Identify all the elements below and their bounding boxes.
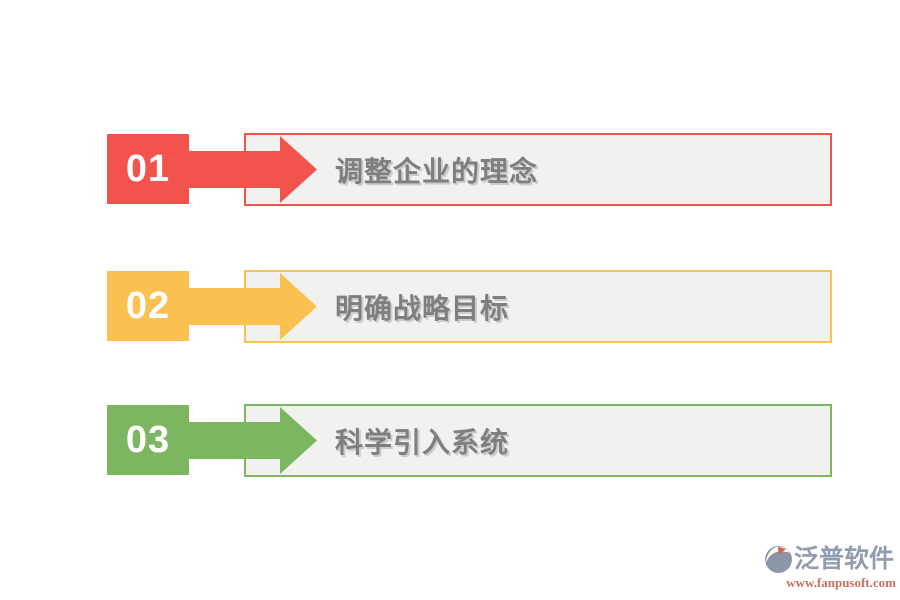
step-label-3: 科学引入系统 — [335, 426, 510, 458]
step-row-1: 调整企业的理念 01 — [0, 133, 900, 206]
arrow-right-icon — [189, 136, 317, 203]
step-number-box-3: 03 — [107, 405, 189, 475]
step-bar-2: 明确战略目标 — [244, 270, 832, 343]
step-bar-1: 调整企业的理念 — [244, 133, 832, 206]
vendor-url: www.fanpusoft.com — [786, 575, 896, 590]
vendor-watermark: 泛普软件 www.fanpusoft.com — [764, 545, 896, 589]
step-row-2: 明确战略目标 02 — [0, 270, 900, 343]
step-label-1: 调整企业的理念 — [335, 155, 539, 187]
step-bar-3: 科学引入系统 — [244, 404, 832, 477]
step-number-3: 03 — [125, 418, 171, 461]
step-number-2: 02 — [125, 284, 171, 327]
step-number-1: 01 — [125, 147, 171, 190]
fanpu-logo-icon — [765, 546, 792, 573]
step-label-2: 明确战略目标 — [335, 292, 510, 324]
arrow-right-icon — [189, 273, 317, 340]
step-number-box-2: 02 — [107, 271, 189, 341]
step-row-3: 科学引入系统 03 — [0, 404, 900, 477]
vendor-brand-name: 泛普软件 — [794, 545, 895, 573]
vendor-brandline: 泛普软件 — [764, 545, 896, 574]
step-number-box-1: 01 — [107, 134, 189, 204]
arrow-right-icon — [189, 407, 317, 474]
